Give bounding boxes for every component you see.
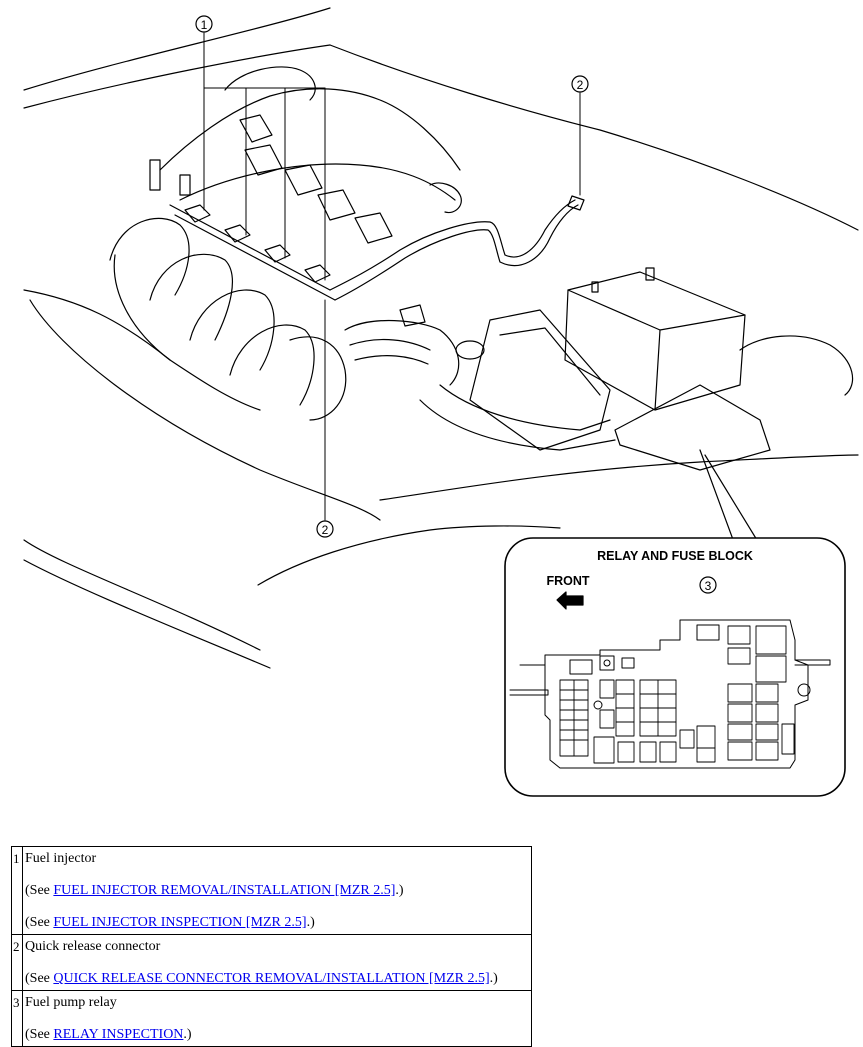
legend-number: 3 xyxy=(11,990,23,1047)
legend-description: Quick release connector (See QUICK RELEA… xyxy=(22,934,532,991)
svg-text:2: 2 xyxy=(577,78,584,92)
front-label: FRONT xyxy=(546,574,589,588)
callout-2-bottom: 2 xyxy=(316,520,334,538)
fuel-injector-inspection-link[interactable]: FUEL INJECTOR INSPECTION [MZR 2.5] xyxy=(53,915,307,930)
air-intake xyxy=(344,304,616,451)
relay-grid-middle xyxy=(615,679,716,763)
callout-2-top: 2 xyxy=(571,75,589,93)
inset-title: RELAY AND FUSE BLOCK xyxy=(597,549,753,563)
legend-table: 1 Fuel injector (See FUEL INJECTOR REMOV… xyxy=(11,846,532,1047)
legend-title: Fuel injector xyxy=(25,851,97,866)
engine-assembly xyxy=(109,66,462,421)
legend-row: 3 Fuel pump relay (See RELAY INSPECTION.… xyxy=(11,990,532,1047)
legend-row: 1 Fuel injector (See FUEL INJECTOR REMOV… xyxy=(11,846,532,935)
engine-compartment-illustration: 1 2 2 RELAY AND FUSE BLOCK FRONT 3 xyxy=(23,7,859,797)
legend-reference: (See FUEL INJECTOR REMOVAL/INSTALLATION … xyxy=(25,883,404,898)
fuel-injector-removal-installation-link[interactable]: FUEL INJECTOR REMOVAL/INSTALLATION [MZR … xyxy=(53,883,396,898)
relay-grid-right xyxy=(727,625,795,761)
front-arrow-icon xyxy=(556,591,584,610)
fuse-block-housing xyxy=(509,619,831,769)
legend-description: Fuel pump relay (See RELAY INSPECTION.) xyxy=(22,990,532,1047)
svg-text:3: 3 xyxy=(705,579,712,593)
legend-reference: (See FUEL INJECTOR INSPECTION [MZR 2.5].… xyxy=(25,915,315,930)
legend-number: 2 xyxy=(11,934,23,991)
legend-reference: (See RELAY INSPECTION.) xyxy=(25,1027,192,1042)
legend-description: Fuel injector (See FUEL INJECTOR REMOVAL… xyxy=(22,846,532,935)
callout-1: 1 xyxy=(195,15,213,33)
legend-title: Fuel pump relay xyxy=(25,995,117,1010)
fuse-grid-left xyxy=(559,679,615,764)
quick-release-connector-link[interactable]: QUICK RELEASE CONNECTOR REMOVAL/INSTALLA… xyxy=(53,971,490,986)
svg-text:2: 2 xyxy=(322,523,329,537)
callout-3: 3 xyxy=(699,576,717,594)
fuel-line xyxy=(329,195,585,301)
svg-text:1: 1 xyxy=(201,18,208,32)
legend-row: 2 Quick release connector (See QUICK REL… xyxy=(11,934,532,991)
legend-number: 1 xyxy=(11,846,23,935)
vehicle-body-outline xyxy=(23,7,859,669)
relay-box-location xyxy=(614,335,854,546)
legend-reference: (See QUICK RELEASE CONNECTOR REMOVAL/INS… xyxy=(25,971,498,986)
legend-title: Quick release connector xyxy=(25,939,161,954)
relay-inspection-link[interactable]: RELAY INSPECTION xyxy=(53,1027,184,1042)
battery xyxy=(564,267,746,411)
relay-fuse-block-inset: RELAY AND FUSE BLOCK FRONT 3 xyxy=(504,537,846,797)
